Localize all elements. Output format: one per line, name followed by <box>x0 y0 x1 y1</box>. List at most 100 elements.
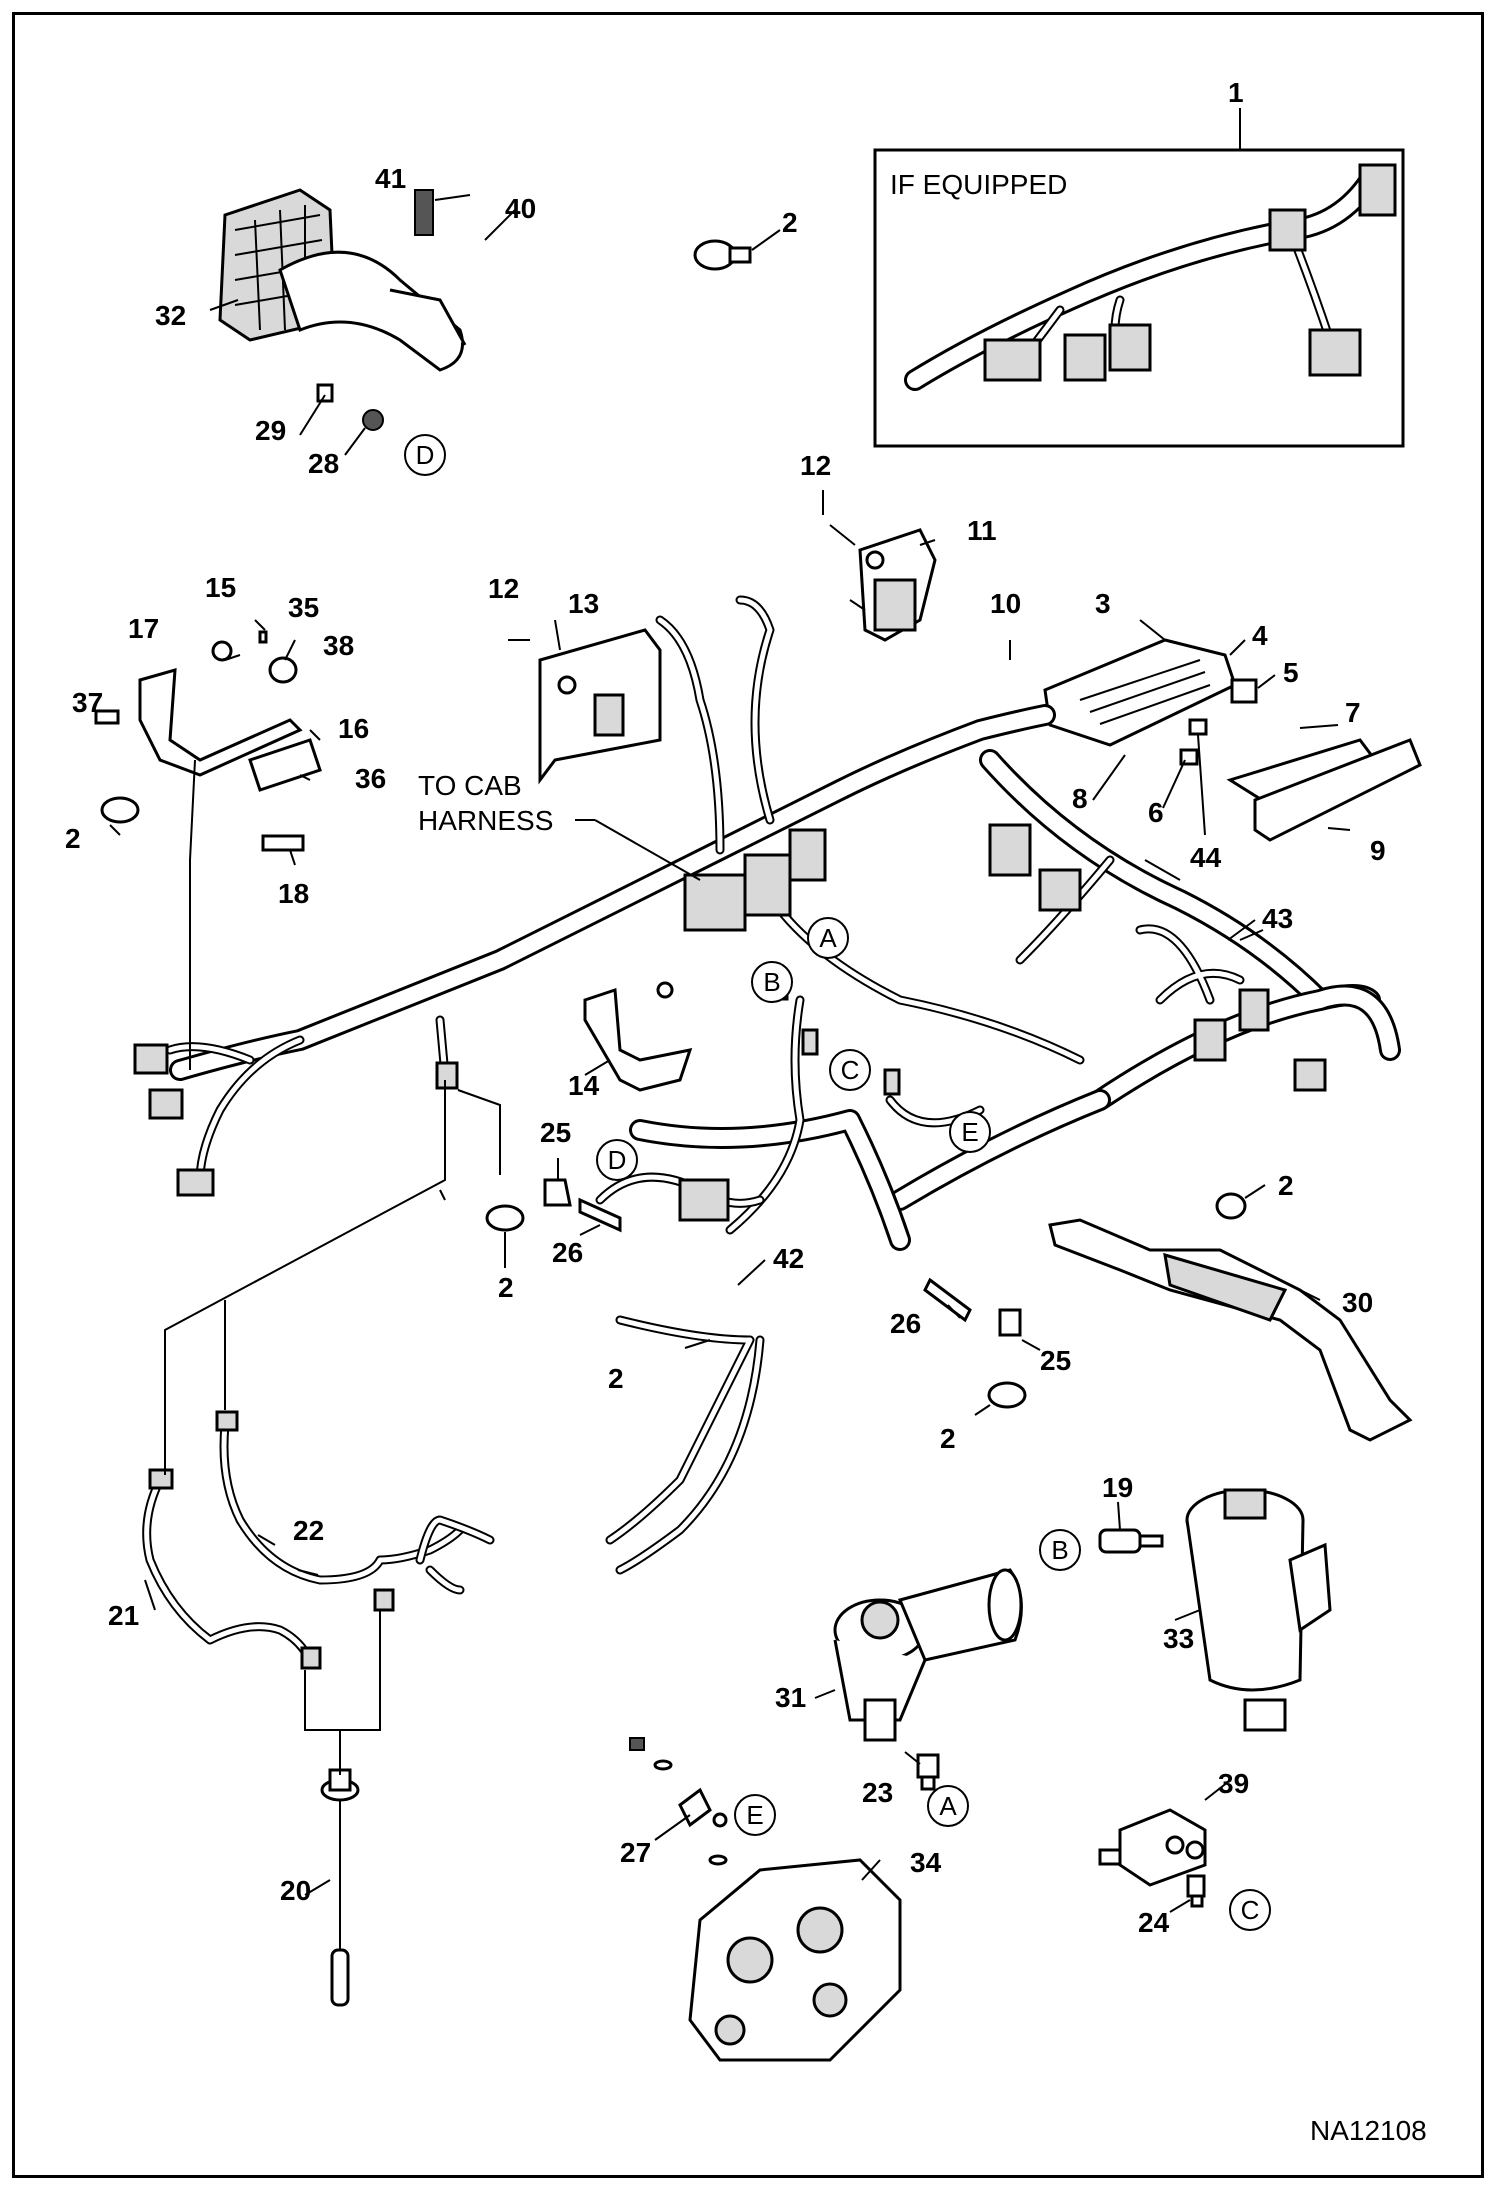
svg-text:B: B <box>763 967 780 997</box>
callout-25-right: 25 <box>1040 1345 1071 1376</box>
callout-23: 23 <box>862 1777 893 1808</box>
ref-circle-e-sensor: E <box>734 1794 776 1836</box>
callout-2-left: 2 <box>65 823 81 854</box>
callout-2-right: 2 <box>940 1423 956 1454</box>
callout-42: 42 <box>773 1243 804 1274</box>
callout-6: 6 <box>1148 797 1164 828</box>
callout-15: 15 <box>205 572 236 603</box>
callout-4: 4 <box>1252 620 1268 651</box>
ref-circle-a-harness: A <box>807 917 849 959</box>
callout-30: 30 <box>1342 1287 1373 1318</box>
ref-circle-d-intake: D <box>404 434 446 476</box>
valve-39 <box>1098 1808 1207 1887</box>
clamp-and-bolt-left <box>485 1178 622 1233</box>
link-brackets <box>164 1080 501 1775</box>
svg-text:B: B <box>1051 1535 1068 1565</box>
callout-39: 39 <box>1218 1768 1249 1799</box>
callout-31: 31 <box>775 1682 806 1713</box>
svg-text:E: E <box>746 1800 763 1830</box>
sensor-harness-21-22 <box>142 1410 495 1670</box>
clamp-and-bolt-right <box>923 1277 1027 1409</box>
actuator-31 <box>833 1568 1023 1742</box>
callout-13: 13 <box>568 588 599 619</box>
sensor-19 <box>1098 1528 1164 1554</box>
callout-22: 22 <box>293 1515 324 1546</box>
if-equipped-inset: IF EQUIPPED <box>873 148 1405 448</box>
svg-text:C: C <box>1241 1895 1260 1925</box>
main-harness <box>133 595 1401 1575</box>
callout-36: 36 <box>355 763 386 794</box>
callout-5: 5 <box>1283 657 1299 688</box>
callout-27: 27 <box>620 1837 651 1868</box>
drawing-number: NA12108 <box>1310 2115 1427 2146</box>
callout-28: 28 <box>308 448 339 479</box>
ref-circle-b-sensor: B <box>1039 1529 1081 1571</box>
svg-text:A: A <box>939 1791 957 1821</box>
valve-block-34 <box>688 1858 902 2062</box>
callout-44: 44 <box>1190 842 1222 873</box>
callout-41: 41 <box>375 163 406 194</box>
svg-text:C: C <box>841 1055 860 1085</box>
callout-35: 35 <box>288 592 319 623</box>
mounting-bracket-14 <box>583 981 693 1092</box>
switch-24 <box>1186 1874 1206 1908</box>
callout-8: 8 <box>1072 783 1088 814</box>
svg-text:E: E <box>961 1117 978 1147</box>
intake-assembly <box>218 188 467 431</box>
callout-2-top: 2 <box>782 207 798 238</box>
callout-20: 20 <box>280 1875 311 1906</box>
harness-bracket-30 <box>1048 1192 1413 1442</box>
if-equipped-label: IF EQUIPPED <box>890 169 1067 200</box>
callout-9: 9 <box>1370 835 1386 866</box>
callout-11: 11 <box>967 515 997 546</box>
callout-18: 18 <box>278 878 309 909</box>
fuse-relay-box <box>1043 638 1422 842</box>
callout-32: 32 <box>155 300 186 331</box>
callout-29: 29 <box>255 415 286 446</box>
callout-2-lower: 2 <box>608 1363 624 1394</box>
controller-module-13 <box>538 628 662 785</box>
cab-harness-label-line1: TO CAB <box>418 770 522 801</box>
callout-2-far-right: 2 <box>1278 1170 1294 1201</box>
ref-circle-c-harness: C <box>829 1049 871 1091</box>
sender-20 <box>320 1768 360 2007</box>
callout-24: 24 <box>1138 1907 1170 1938</box>
callout-26-left: 26 <box>552 1237 583 1268</box>
svg-text:D: D <box>416 440 435 470</box>
controller-module-11 <box>858 528 937 642</box>
ref-circle-e-harness: E <box>949 1111 991 1153</box>
callout-7: 7 <box>1345 697 1361 728</box>
callout-33: 33 <box>1163 1623 1194 1654</box>
callout-25-left: 25 <box>540 1117 571 1148</box>
callout-40: 40 <box>505 193 536 224</box>
callout-1: 1 <box>1228 77 1244 108</box>
svg-text:A: A <box>819 923 837 953</box>
ref-circle-b-harness: B <box>751 961 793 1003</box>
svg-text:D: D <box>608 1145 627 1175</box>
cab-harness-label-line2: HARNESS <box>418 805 553 836</box>
callout-19: 19 <box>1102 1472 1133 1503</box>
ref-circle-d-harness: D <box>596 1139 638 1181</box>
mounting-bracket-17 <box>94 630 322 852</box>
connector-references: A A B B C C D D <box>404 434 1271 1931</box>
ref-circle-c-switch: C <box>1229 1889 1271 1931</box>
callout-3: 3 <box>1095 588 1111 619</box>
callout-12-lower: 12 <box>488 573 519 604</box>
callout-10: 10 <box>990 588 1021 619</box>
callout-16: 16 <box>338 713 369 744</box>
cable-tie-clip <box>693 239 752 271</box>
callout-43: 43 <box>1262 903 1293 934</box>
callout-labels: 1 2 2 2 2 2 2 2 3 4 5 6 7 8 9 10 11 12 1… <box>65 77 1386 1938</box>
callout-34: 34 <box>910 1847 942 1878</box>
callout-12-upper: 12 <box>800 450 831 481</box>
ref-circle-a-switch: A <box>927 1785 969 1827</box>
switch-23 <box>916 1753 940 1791</box>
callout-17: 17 <box>128 613 159 644</box>
leader-lines <box>94 194 1351 1913</box>
callout-2-mid: 2 <box>498 1272 514 1303</box>
callout-14: 14 <box>568 1070 600 1101</box>
drawing-border <box>12 12 1484 2178</box>
callout-37: 37 <box>72 687 103 718</box>
reservoir-33 <box>1185 1488 1332 1732</box>
